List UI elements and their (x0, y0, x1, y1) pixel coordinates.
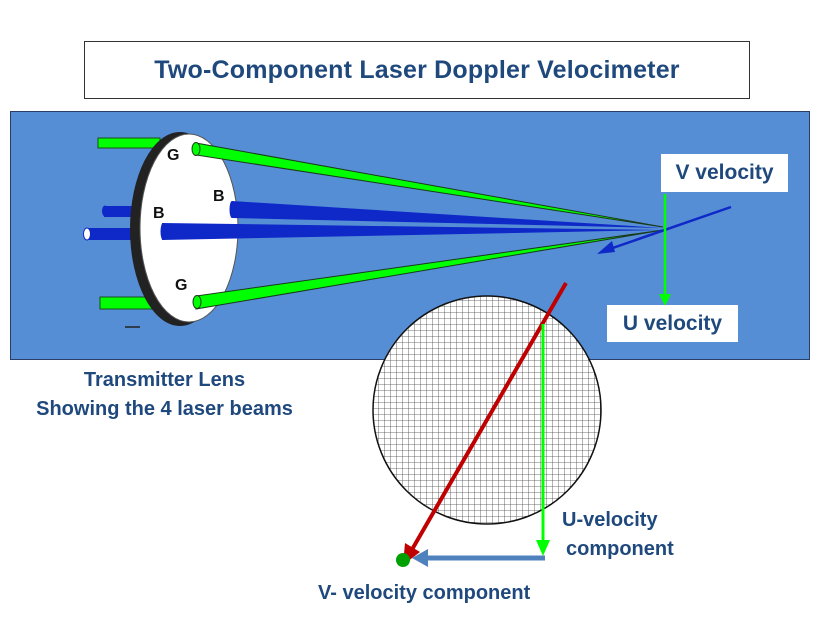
transmitter-caption-line-2: Showing the 4 laser beams (36, 398, 293, 420)
u-velocity-text: U velocity (622, 311, 723, 335)
green-beam-lower-end (192, 295, 202, 309)
blue-beam-upper-end (229, 201, 235, 218)
flow-direction-arrow (603, 205, 732, 253)
green-beam-stub-top (97, 137, 161, 149)
u-velocity-label: U velocity (607, 305, 738, 342)
u-component-caption: U-velocity component (560, 506, 700, 564)
v-component-caption: V- velocity component (318, 582, 531, 604)
blue-beam-stub-upper-end (102, 205, 108, 217)
lens-label-blue-right: B (213, 188, 225, 205)
green-beam-lower (195, 229, 664, 310)
blue-beam-stub-lower-end (83, 227, 91, 241)
measurement-grid-circle (372, 295, 602, 525)
blue-beam-lower (162, 223, 663, 240)
v-velocity-arrowhead (659, 294, 671, 306)
lens-label-green-bottom: G (175, 277, 187, 294)
v-velocity-label: V velocity (661, 154, 788, 192)
resultant-velocity-arrow (408, 281, 568, 555)
blue-beam-upper (232, 201, 663, 228)
v-component-arrowhead (412, 549, 428, 567)
u-component-caption-line-2: component (566, 538, 674, 560)
u-component-arrowhead (536, 540, 550, 556)
blue-beam-lower-end (160, 223, 166, 240)
title-box: Two-Component Laser Doppler Velocimeter (84, 41, 750, 99)
lens-label-blue-left: B (153, 205, 165, 222)
green-beam-upper-end (191, 142, 201, 156)
transmitter-caption-line-1: Transmitter Lens (83, 369, 246, 391)
flow-direction-arrowhead (597, 241, 615, 254)
u-component-caption-line-1: U-velocity (562, 509, 658, 531)
diagram-title: Two-Component Laser Doppler Velocimeter (154, 55, 680, 84)
v-velocity-text: V velocity (675, 161, 774, 184)
component-origin-dot (396, 553, 410, 567)
lens-label-green-top: G (167, 147, 179, 164)
transmitter-caption: Transmitter Lens Showing the 4 laser bea… (12, 366, 317, 424)
